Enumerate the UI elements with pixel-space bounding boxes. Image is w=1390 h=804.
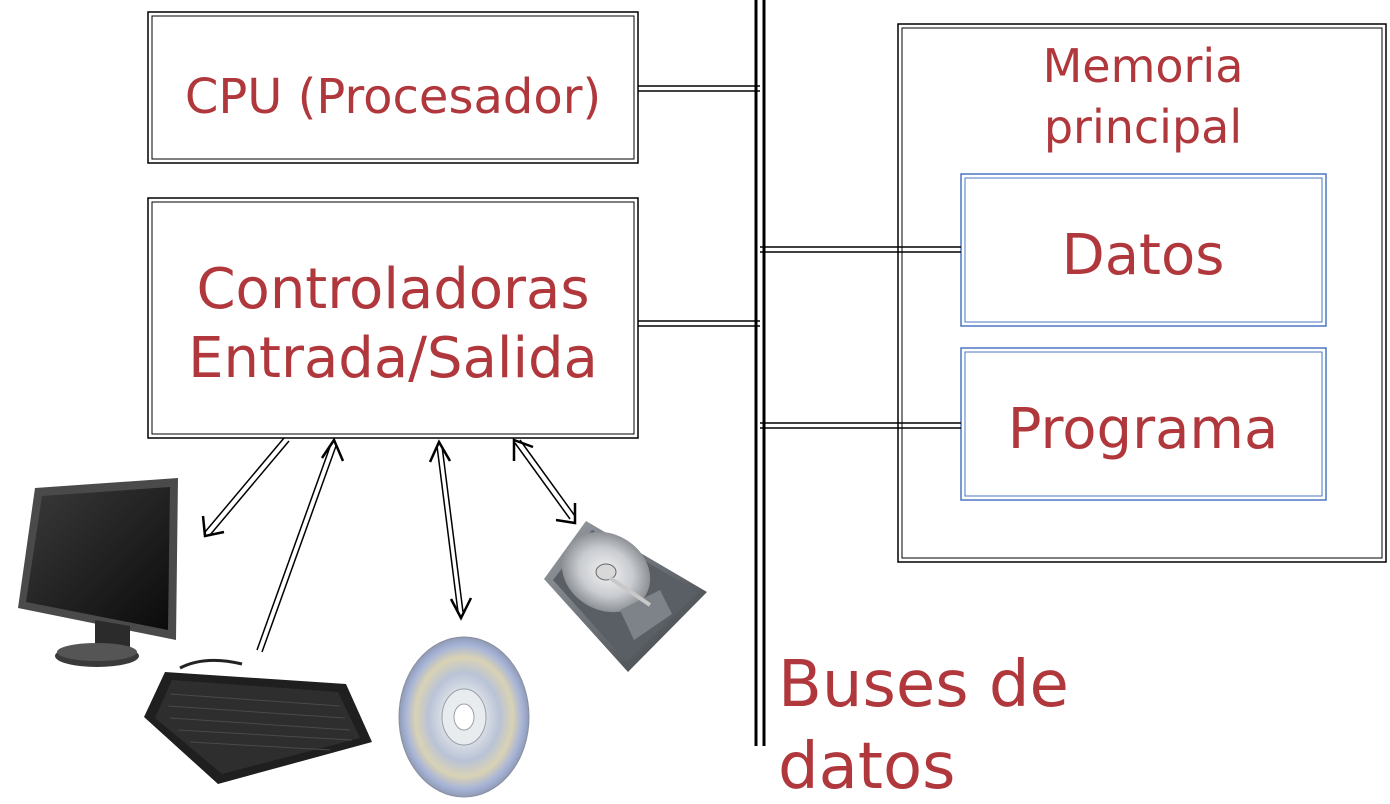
arrow-cd (428, 439, 473, 621)
cpu-box: CPU (Procesador) (147, 11, 639, 164)
data-segment-box: Datos (960, 173, 1327, 327)
io-controllers-box: Controladoras Entrada/Salida (147, 197, 639, 439)
program-segment-label: Programa (1008, 397, 1279, 462)
memory-label-line2: principal (1044, 100, 1242, 154)
cpu-label: CPU (Procesador) (185, 69, 601, 125)
arrow-to-monitor (201, 437, 290, 538)
bus-connections (638, 85, 961, 429)
program-segment-box: Programa (960, 347, 1327, 501)
arrow-from-keyboard (256, 437, 345, 653)
main-memory-box: Memoria principal Datos Programa (897, 23, 1387, 563)
data-bus (754, 0, 766, 746)
bus-label-line2: datos (778, 730, 955, 804)
bus-label-line1: Buses de (778, 648, 1069, 722)
cd-disc-icon (398, 636, 530, 798)
data-segment-label: Datos (1062, 223, 1225, 288)
io-label-line1: Controladoras (196, 257, 589, 322)
peripheral-arrows (201, 437, 577, 653)
monitor-icon (18, 478, 178, 667)
keyboard-icon (144, 658, 372, 784)
io-label-line2: Entrada/Salida (188, 326, 598, 391)
hard-drive-icon (544, 521, 707, 672)
memory-label-line1: Memoria (1043, 39, 1244, 93)
arrow-hdd (512, 438, 577, 525)
